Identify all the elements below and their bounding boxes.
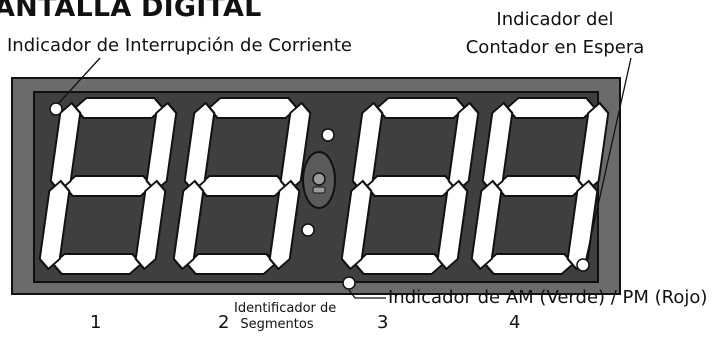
standby-counter-label-line2: Contador en Espera xyxy=(465,37,645,58)
page-title: ANTALLA DIGITAL xyxy=(0,0,262,23)
standby-counter-led xyxy=(576,258,590,272)
digit-number-1: 1 xyxy=(90,312,102,333)
segment-identifier-label-line1: Identificador de xyxy=(234,301,337,316)
standby-counter-label-line1: Indicador del xyxy=(496,9,614,30)
segment-identifier-sensor xyxy=(302,151,336,209)
standby-counter-leader xyxy=(585,57,632,260)
segment-identifier-label-line2: Segmentos xyxy=(240,317,314,332)
digit-number-4: 4 xyxy=(509,312,521,333)
power-interrupt-led xyxy=(49,102,63,116)
am-pm-leader xyxy=(348,289,386,299)
colon-dot-top xyxy=(321,128,335,142)
digit-number-2: 2 xyxy=(218,312,230,333)
standby-counter-label: Indicador del Contador en Espera xyxy=(450,6,660,62)
am-pm-label: Indicador de AM (Verde) / PM (Rojo) xyxy=(388,287,708,308)
power-interrupt-leader xyxy=(57,57,101,105)
digit-number-3: 3 xyxy=(377,312,389,333)
power-interrupt-label: Indicador de Interrupción de Corriente xyxy=(7,35,352,56)
colon-dot-bottom xyxy=(301,223,315,237)
am-pm-led xyxy=(342,276,356,290)
segment-identifier-label: Identificador de Segmentos xyxy=(234,301,337,333)
